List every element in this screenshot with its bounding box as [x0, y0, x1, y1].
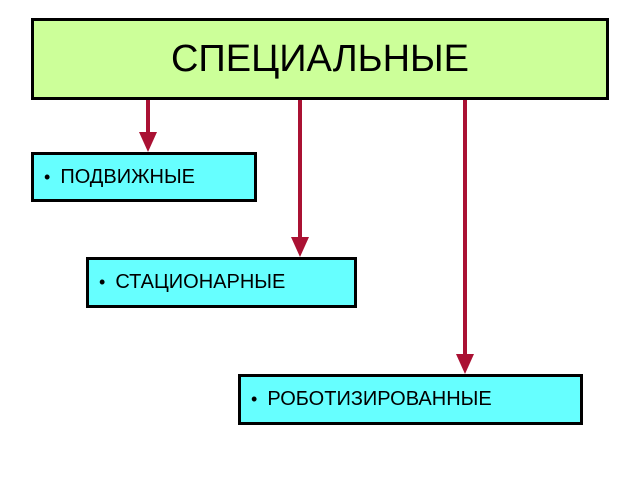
- child-label-podvizhnye: ПОДВИЖНЫЕ: [60, 165, 196, 188]
- root-box-specialnye: СПЕЦИАЛЬНЫЕ: [31, 18, 609, 100]
- bullet-icon: •: [251, 389, 258, 409]
- arrow-to-statsionarnye: [291, 100, 309, 257]
- child-box-statsionarnye: • СТАЦИОНАРНЫЕ: [86, 257, 357, 308]
- child-label-robotizirovannye: РОБОТИЗИРОВАННЫЕ: [267, 388, 492, 410]
- arrow-to-podvizhnye: [139, 100, 157, 152]
- child-box-podvizhnye: • ПОДВИЖНЫЕ: [31, 152, 257, 202]
- root-label: СПЕЦИАЛЬНЫЕ: [170, 37, 469, 80]
- bullet-icon: •: [99, 272, 106, 292]
- child-box-robotizirovannye: • РОБОТИЗИРОВАННЫЕ: [238, 374, 583, 425]
- arrow-to-robotizirovannye: [456, 100, 474, 374]
- child-label-statsionarnye: СТАЦИОНАРНЫЕ: [115, 271, 286, 293]
- bullet-icon: •: [44, 166, 51, 187]
